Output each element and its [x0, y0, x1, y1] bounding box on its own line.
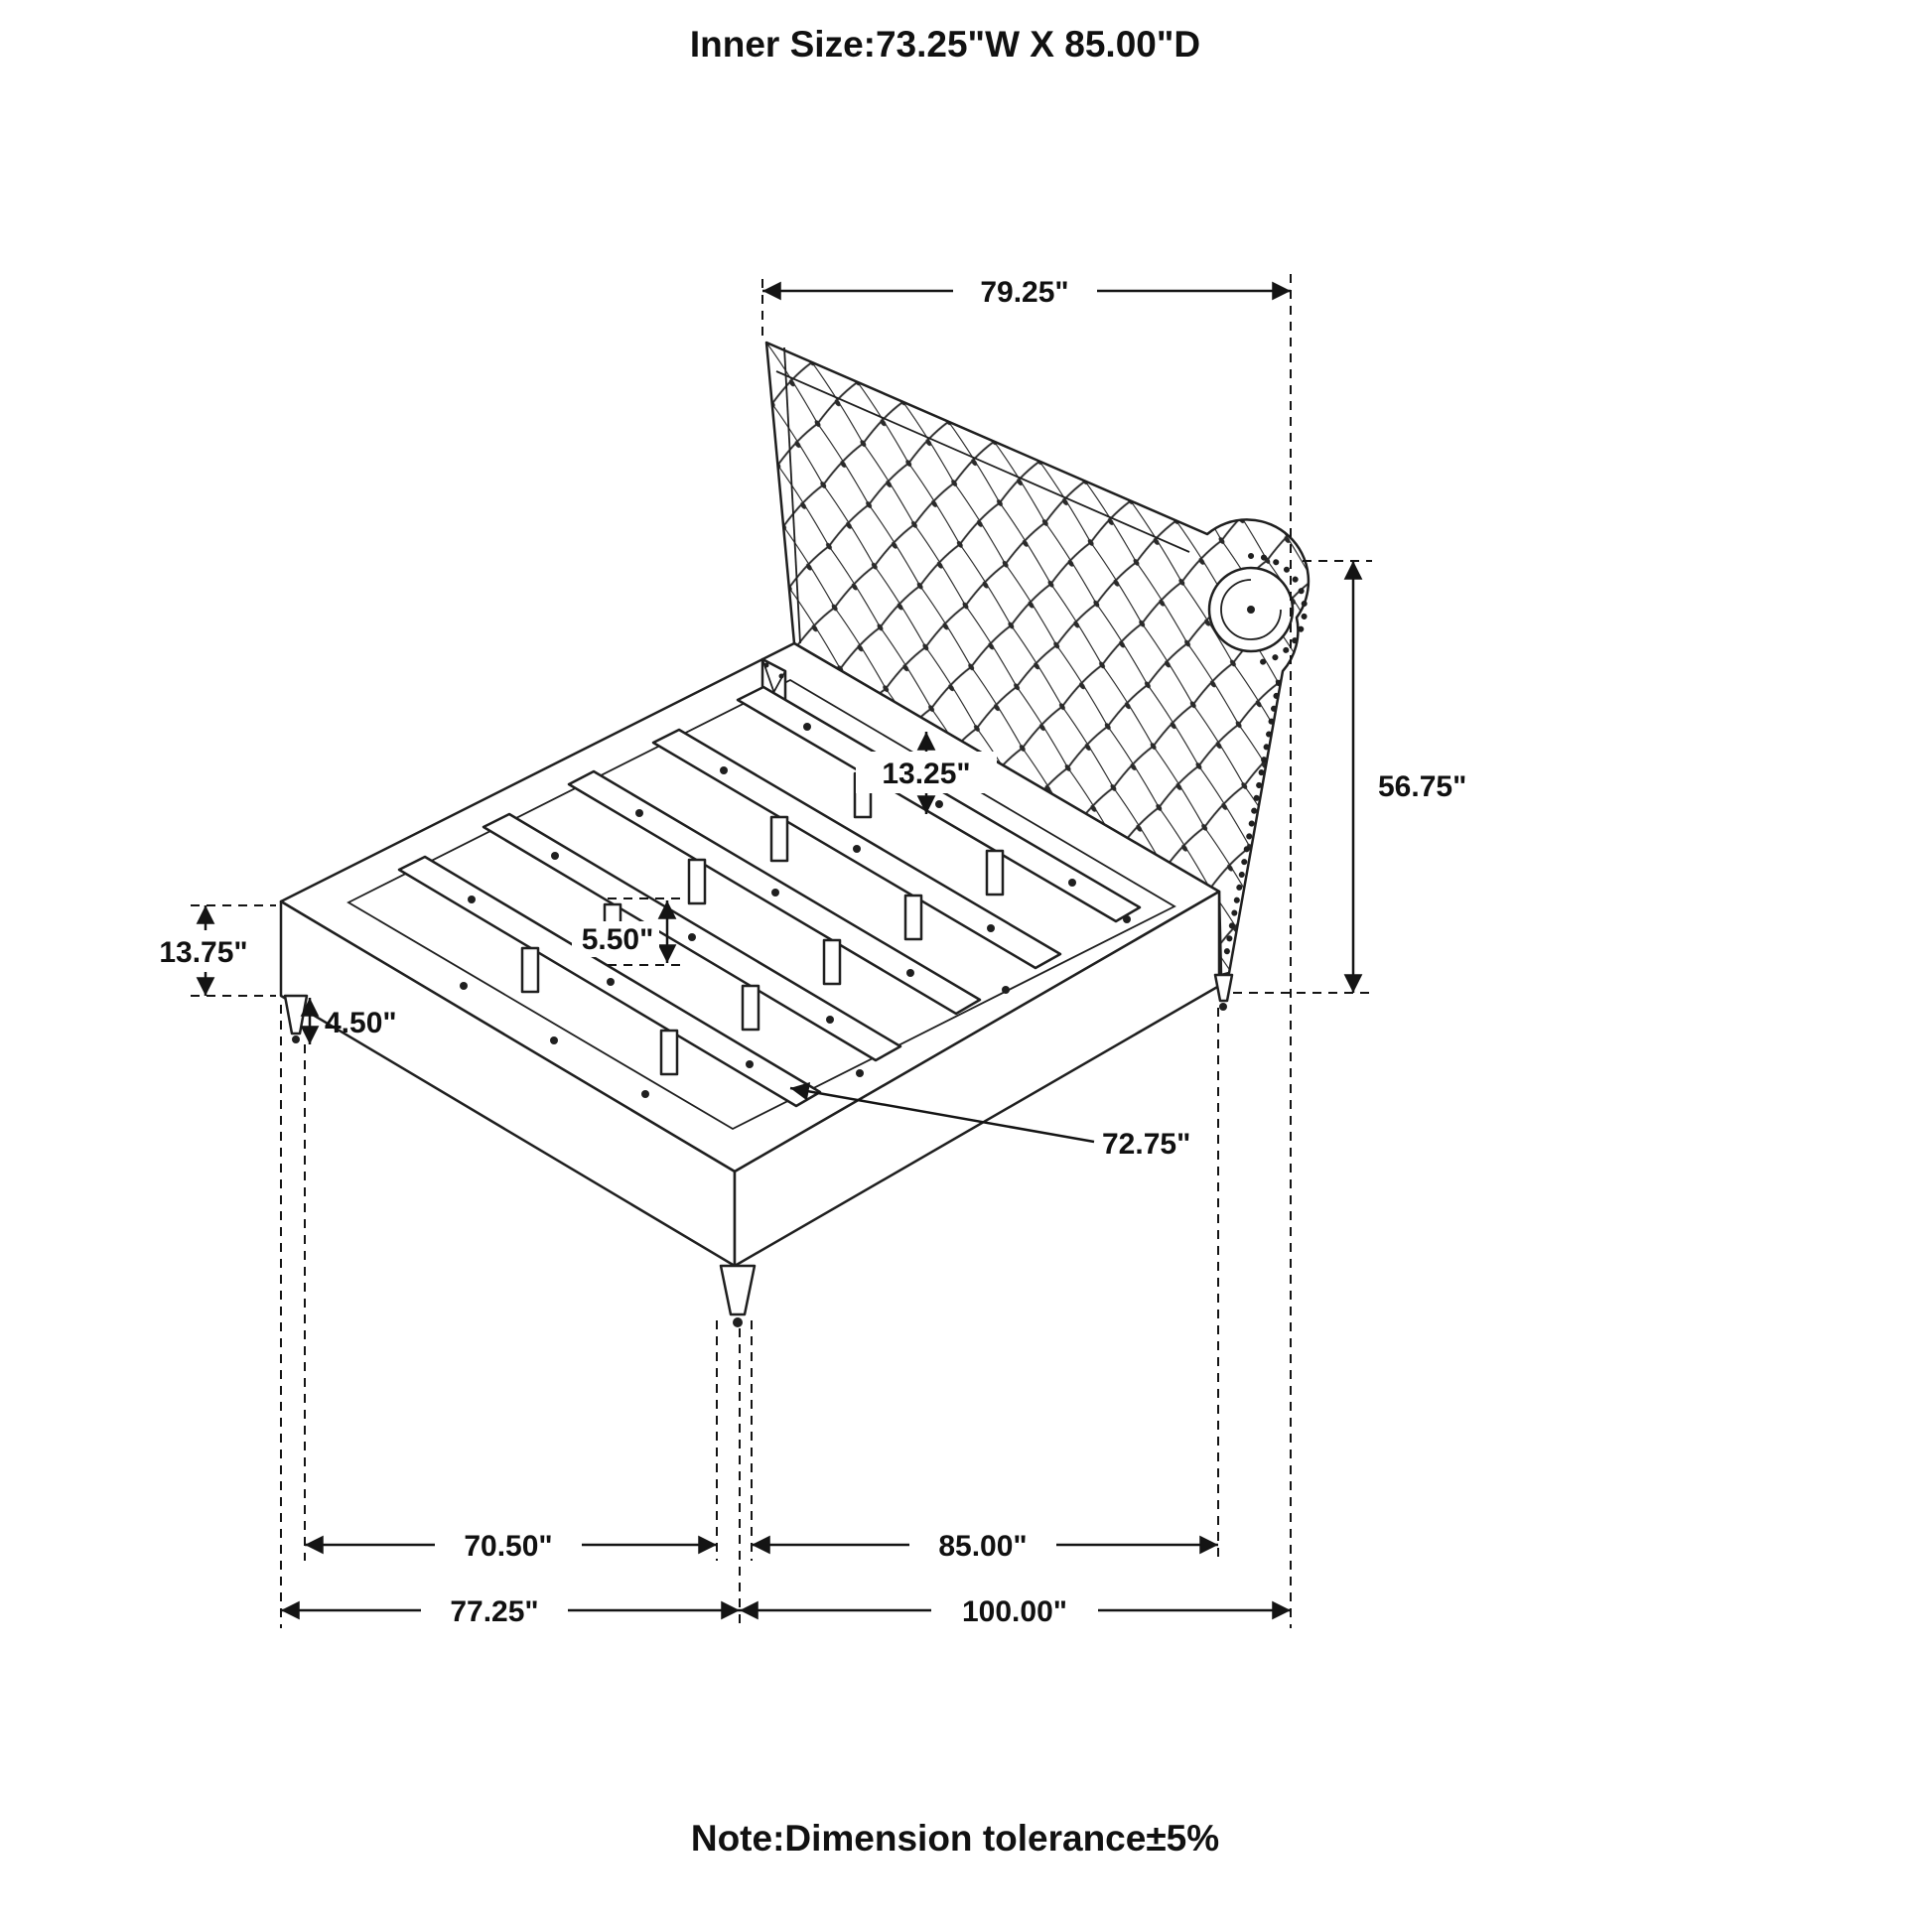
- support-post: [769, 815, 789, 863]
- diagram-title: Inner Size:73.25"W X 85.00"D: [690, 24, 1200, 65]
- support-post: [659, 1029, 679, 1076]
- slat-5: [736, 685, 1142, 923]
- dim-label-overall-width: 77.25": [450, 1595, 538, 1628]
- dim-overall-depth: 100.00": [740, 1589, 1291, 1631]
- dim-label-headboard-height: 56.75": [1378, 770, 1466, 803]
- tolerance-note: Note:Dimension tolerance±5%: [691, 1818, 1219, 1859]
- slat-4: [651, 728, 1062, 970]
- slats: [397, 685, 1142, 1108]
- dim-label-headboard-width: 79.25": [980, 276, 1068, 309]
- support-post: [903, 894, 923, 941]
- dim-label-leg-height: 4.50": [325, 1007, 397, 1039]
- dim-inner-depth: 85.00": [751, 1008, 1219, 1566]
- dim-label-slat-width: 5.50": [582, 923, 654, 956]
- roll-spiral: [1220, 579, 1282, 640]
- dim-label-inner-width: 70.50": [464, 1530, 552, 1563]
- support-post: [687, 858, 707, 905]
- dim-rail-height: 13.75": [132, 904, 276, 997]
- dim-leg-height: 4.50": [300, 998, 397, 1044]
- dim-label-overall-depth: 100.00": [962, 1595, 1067, 1628]
- headboard-foot: [1213, 973, 1234, 1011]
- headboard-panel: [764, 341, 1311, 977]
- dim-label-headboard-to-slat: 13.25": [882, 758, 970, 790]
- dim-inner-width: 70.50": [304, 1044, 718, 1566]
- headboard-roll: [1207, 553, 1308, 666]
- support-post: [822, 938, 842, 986]
- support-post: [520, 946, 540, 994]
- roll-center-dot: [1247, 606, 1255, 614]
- headboard: [764, 341, 1311, 977]
- dim-headboard-width: 79.25": [761, 270, 1292, 1628]
- dim-headboard-to-slat: 13.25": [856, 732, 997, 814]
- dim-slat-length: 72.75": [789, 1082, 1190, 1161]
- dim-label-rail-height: 13.75": [159, 936, 247, 969]
- nailhead-trim-roll: [1248, 553, 1308, 666]
- dim-label-inner-depth: 85.00": [938, 1530, 1027, 1563]
- dim-headboard-height: 56.75": [1233, 560, 1466, 994]
- headboard-top-edge-line: [775, 370, 1190, 553]
- support-post: [985, 849, 1005, 897]
- front-leg: [719, 1264, 757, 1327]
- rail-screws: [460, 915, 1131, 1098]
- slat-1: [397, 855, 822, 1108]
- nailhead-trim-edge: [1222, 680, 1282, 964]
- headboard-left-edge-line: [783, 346, 801, 644]
- dim-overall-width: 77.25": [280, 1005, 741, 1631]
- dim-label-slat-length: 72.75": [1102, 1128, 1190, 1161]
- dim-slat-width: 5.50": [572, 897, 685, 966]
- support-post: [741, 984, 760, 1032]
- platform-inner-frame: [346, 678, 1176, 1131]
- slat-3: [567, 769, 982, 1016]
